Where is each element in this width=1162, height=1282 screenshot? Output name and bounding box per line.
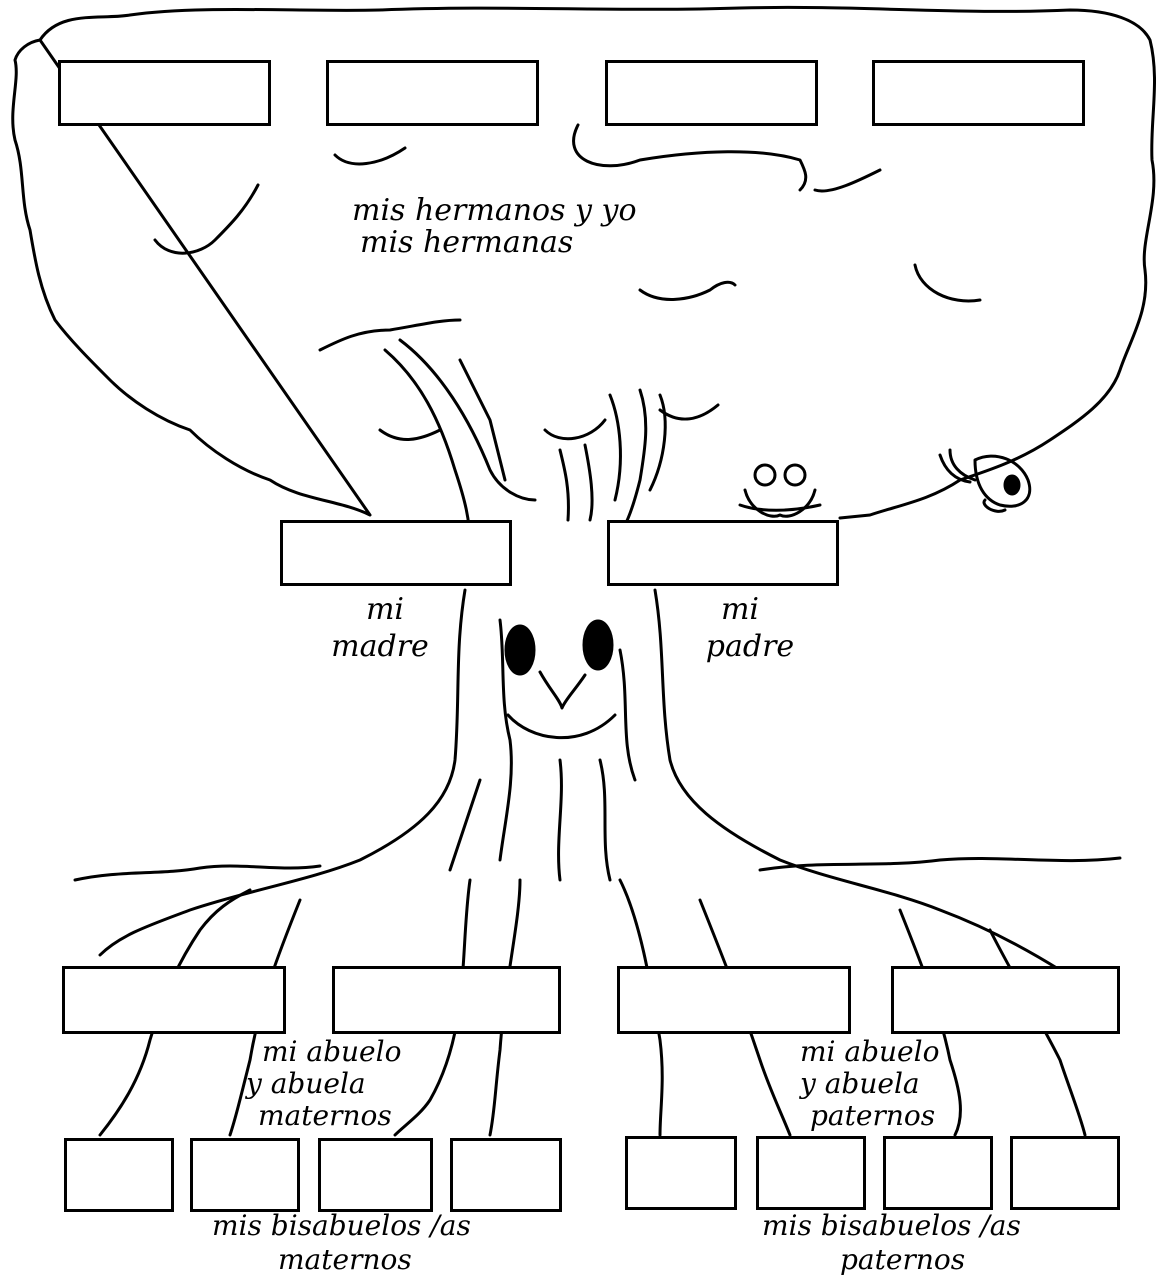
paternal-great-grandparent-box-3[interactable]	[883, 1136, 993, 1210]
trunk-right-branch	[608, 393, 622, 502]
sibling-box-3[interactable]	[605, 60, 818, 126]
paternal-grandparents-label-line1: mi abuelo	[800, 1035, 940, 1068]
ground-line	[73, 864, 322, 882]
father-label-line1: mi	[720, 592, 760, 627]
maternal-great-grandparents-label-line1: mis bisabuelos /as	[212, 1209, 471, 1242]
sibling-box-4[interactable]	[872, 60, 1085, 126]
mother-label-line2: madre	[331, 629, 429, 664]
maternal-great-grandparents-label-line2: maternos	[278, 1243, 412, 1276]
paternal-grandparents-label-line3: paternos	[810, 1099, 936, 1132]
maternal-great-grandparent-box-1[interactable]	[64, 1138, 174, 1212]
paternal-great-grandparents-label-line2: paternos	[840, 1243, 966, 1276]
right-eye	[582, 619, 614, 671]
maternal-grandmother-box[interactable]	[332, 966, 561, 1034]
sibling-box-2[interactable]	[326, 60, 539, 126]
maternal-grandparents-label-line1: mi abuelo	[262, 1035, 402, 1068]
maternal-great-grandparent-box-4[interactable]	[450, 1138, 562, 1212]
trunk-outline-right	[653, 588, 1062, 972]
birds-illustration	[738, 463, 822, 518]
paternal-great-grandparents-label-line1: mis bisabuelos /as	[762, 1209, 1021, 1242]
smile	[506, 713, 617, 739]
trunk-middle-branch	[558, 448, 570, 522]
trunk-left-branch	[383, 348, 472, 547]
maternal-great-grandparent-box-2[interactable]	[190, 1138, 300, 1212]
paternal-great-grandparent-box-1[interactable]	[625, 1136, 737, 1210]
nose	[538, 670, 587, 710]
mother-box[interactable]	[280, 520, 512, 586]
siblings-label-line2: mis hermanas	[360, 225, 574, 260]
maternal-grandfather-box[interactable]	[62, 966, 286, 1034]
butterfly-illustration	[938, 448, 1032, 513]
paternal-grandfather-box[interactable]	[617, 966, 851, 1034]
siblings-label-line1: mis hermanos y yo	[352, 193, 637, 228]
father-label-line2: padre	[705, 629, 795, 664]
maternal-grandparents-label-line2: y abuela	[246, 1067, 366, 1100]
maternal-grandparents-label-line3: maternos	[258, 1099, 392, 1132]
mother-label-line1: mi	[365, 592, 405, 627]
trunk-outline-left	[98, 588, 467, 957]
tree-crown-outline	[11, 5, 1157, 520]
father-box[interactable]	[607, 520, 839, 586]
paternal-great-grandparent-box-4[interactable]	[1010, 1136, 1120, 1210]
paternal-grandmother-box[interactable]	[891, 966, 1120, 1034]
paternal-great-grandparent-box-2[interactable]	[756, 1136, 866, 1210]
sibling-box-1[interactable]	[58, 60, 271, 126]
left-eye	[504, 624, 536, 676]
maternal-great-grandparent-box-3[interactable]	[318, 1138, 433, 1212]
paternal-grandparents-label-line2: y abuela	[800, 1067, 920, 1100]
